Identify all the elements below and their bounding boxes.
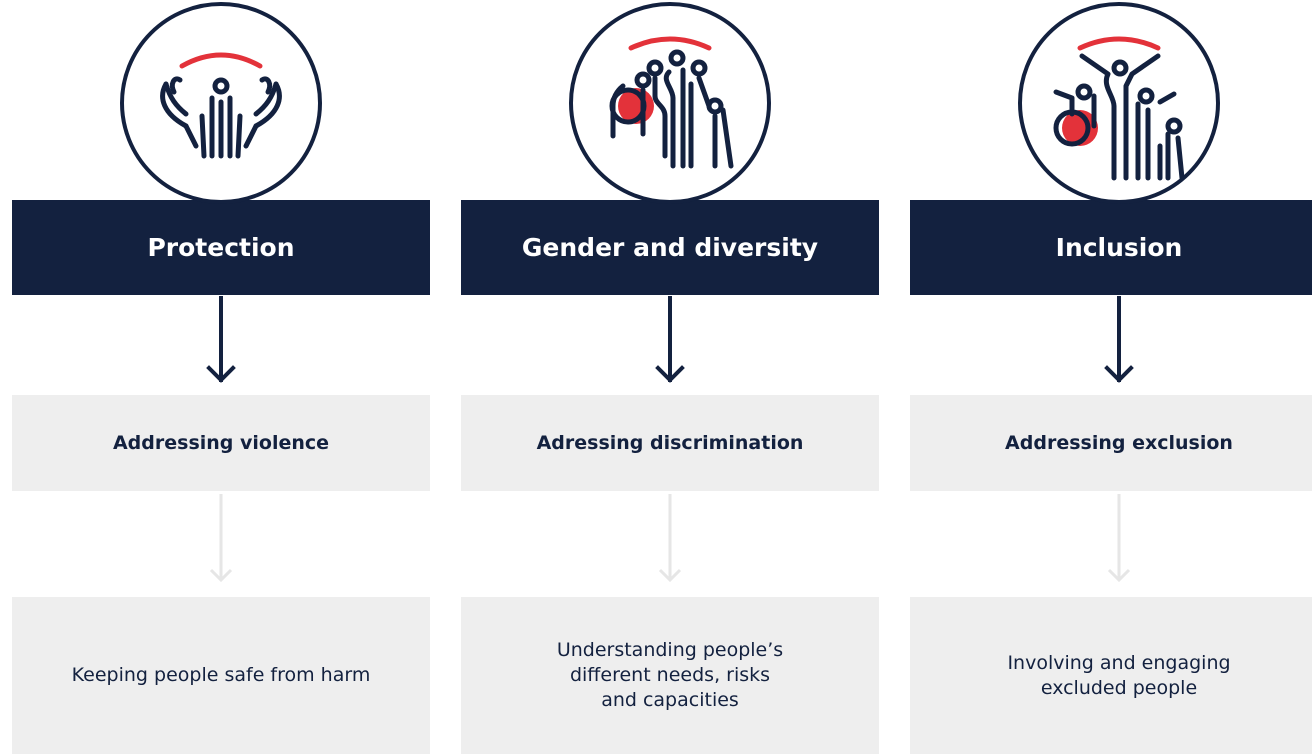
description-inclusion: Involving and engaging excluded people xyxy=(910,597,1312,754)
protection-hands-icon xyxy=(120,2,322,204)
arrow-down-faded-icon xyxy=(658,494,682,583)
gender-diversity-people-icon xyxy=(569,2,771,204)
inclusion-people-icon xyxy=(1018,2,1220,204)
description-text: Keeping people safe from harm xyxy=(71,664,371,686)
title-inclusion: Inclusion xyxy=(910,200,1312,295)
focus-inclusion: Addressing exclusion xyxy=(910,395,1312,491)
focus-gender-diversity: Adressing discrimination xyxy=(461,395,879,491)
focus-protection: Addressing violence xyxy=(12,395,430,491)
arrow-down-icon xyxy=(655,296,685,383)
title-gender-diversity: Gender and diversity xyxy=(461,200,879,295)
description-protection: Keeping people safe from harm xyxy=(12,597,430,754)
arrow-down-icon xyxy=(1104,296,1134,383)
arrow-down-faded-icon xyxy=(209,494,233,583)
description-text: Involving and engaging excluded people xyxy=(1007,651,1231,699)
arrow-down-faded-icon xyxy=(1107,494,1131,583)
description-text: Understanding people’s different needs, … xyxy=(556,639,784,711)
column-gender-diversity: Gender and diversity Adressing discrimin… xyxy=(461,0,879,754)
title-protection: Protection xyxy=(12,200,430,295)
column-protection: Protection Addressing violence Keeping p… xyxy=(12,0,430,754)
description-gender-diversity: Understanding people’s different needs, … xyxy=(461,597,879,754)
arrow-down-icon xyxy=(206,296,236,383)
column-inclusion: Inclusion Addressing exclusion Involving… xyxy=(910,0,1312,754)
